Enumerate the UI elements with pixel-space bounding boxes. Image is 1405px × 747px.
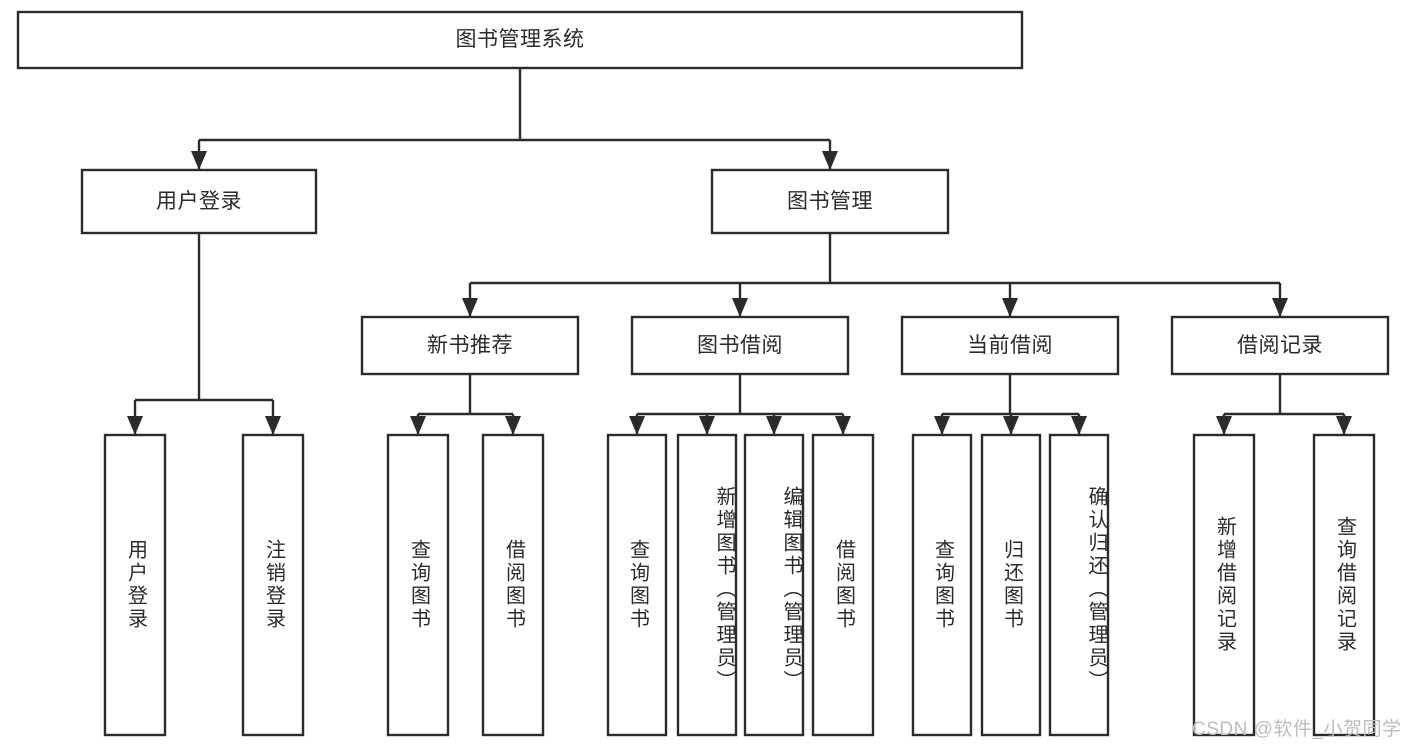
node-box-leaf-user-logout[interactable] xyxy=(241,433,305,737)
node-box-leaf-return-book[interactable] xyxy=(980,433,1042,737)
node-box-leaf-add-book[interactable] xyxy=(676,433,738,737)
node-box-leaf-borrow-book-1[interactable] xyxy=(481,433,545,737)
node-box-leaf-edit-book[interactable] xyxy=(743,433,805,737)
arrow-to-leaf-query-borrow-record xyxy=(1336,416,1352,435)
node-boxes xyxy=(16,10,1390,737)
node-box-borrow-record[interactable] xyxy=(1170,315,1390,376)
node-box-leaf-add-borrow-record[interactable] xyxy=(1192,433,1256,737)
arrow-to-book-borrow xyxy=(732,298,748,317)
arrow-to-leaf-borrow-book-1 xyxy=(505,416,521,435)
node-box-root[interactable] xyxy=(16,10,1024,70)
node-box-leaf-query-book-2[interactable] xyxy=(606,433,668,737)
arrow-to-leaf-query-book-3 xyxy=(934,416,950,435)
node-box-leaf-confirm-return[interactable] xyxy=(1048,433,1110,737)
node-box-leaf-borrow-book-2[interactable] xyxy=(811,433,875,737)
arrow-to-book-manage xyxy=(822,151,838,170)
arrow-to-leaf-edit-book xyxy=(766,416,782,435)
node-box-book-borrow[interactable] xyxy=(630,315,850,376)
node-box-new-book-recommend[interactable] xyxy=(360,315,580,376)
arrow-to-leaf-query-book-2 xyxy=(629,416,645,435)
arrow-to-leaf-confirm-return xyxy=(1071,416,1087,435)
node-box-user-login[interactable] xyxy=(80,168,318,235)
arrow-to-leaf-user-logout xyxy=(265,416,281,435)
node-box-leaf-user-login[interactable] xyxy=(103,433,167,737)
arrow-to-new-book-recommend xyxy=(462,298,478,317)
arrow-to-current-borrow xyxy=(1002,298,1018,317)
arrow-to-leaf-query-book-1 xyxy=(410,416,426,435)
node-box-leaf-query-book-3[interactable] xyxy=(911,433,973,737)
arrow-to-leaf-add-borrow-record xyxy=(1216,416,1232,435)
node-box-book-manage[interactable] xyxy=(710,168,950,235)
arrow-to-leaf-user-login xyxy=(127,416,143,435)
arrow-to-borrow-record xyxy=(1272,298,1288,317)
node-box-leaf-query-borrow-record[interactable] xyxy=(1312,433,1376,737)
connector-lines xyxy=(127,68,1352,435)
arrow-to-user-login xyxy=(191,151,207,170)
node-box-current-borrow[interactable] xyxy=(900,315,1120,376)
arrow-to-leaf-add-book xyxy=(699,416,715,435)
arrow-to-leaf-borrow-book-2 xyxy=(835,416,851,435)
node-box-leaf-query-book-1[interactable] xyxy=(386,433,450,737)
arrow-to-leaf-return-book xyxy=(1003,416,1019,435)
